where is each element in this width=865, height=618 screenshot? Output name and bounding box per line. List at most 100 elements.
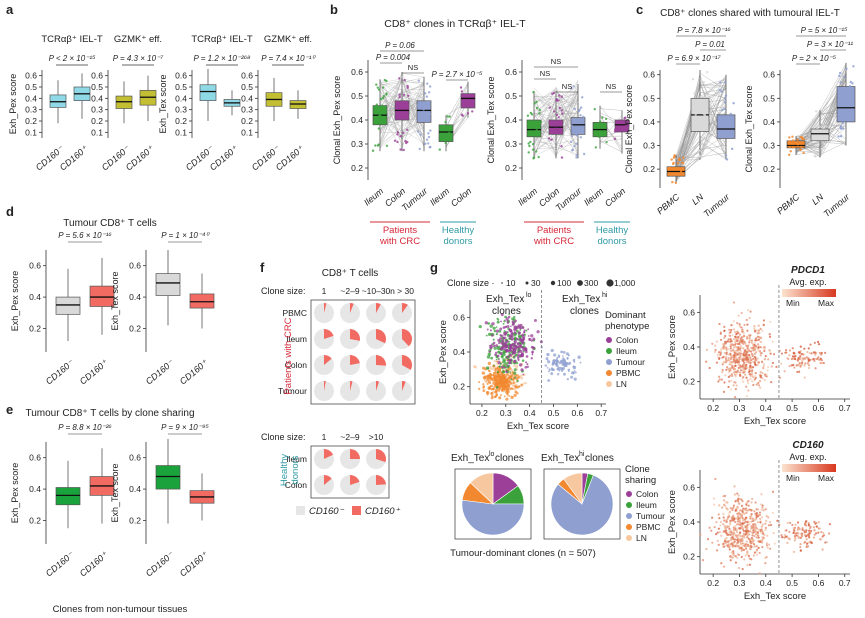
heat-point [757, 528, 761, 531]
heat-point [758, 551, 761, 555]
panel-a-box [115, 81, 133, 124]
heat-point [753, 551, 757, 554]
heat-point [790, 357, 794, 361]
heat-point [730, 328, 733, 332]
data-point [558, 119, 561, 122]
heat-point [711, 541, 714, 544]
scatter-point [506, 359, 509, 362]
heat-point [763, 373, 767, 376]
heat-point [750, 515, 753, 518]
data-point [811, 129, 814, 132]
heat-point [753, 510, 756, 513]
heat-point [734, 524, 737, 528]
heat-point [741, 526, 744, 530]
panel-b-box [592, 105, 608, 149]
heat-point [732, 328, 736, 331]
heat-point [734, 387, 737, 391]
heat-point [741, 511, 745, 514]
group-label: donors [597, 236, 626, 247]
x-tick-label: 0.3 [734, 578, 746, 588]
legend-label: Tumour [616, 357, 645, 367]
heat-point [760, 525, 764, 528]
data-point [561, 112, 564, 115]
scatter-point [513, 355, 516, 358]
scatter-point [565, 364, 568, 368]
heat-point [727, 338, 730, 341]
size-legend-dot [525, 281, 529, 285]
heat-point [723, 524, 726, 528]
heat-point [756, 531, 759, 534]
heat-point [808, 352, 811, 355]
data-point [788, 145, 792, 149]
scatter-point [522, 373, 525, 376]
heat-point [748, 508, 751, 511]
scatter-point [530, 334, 534, 338]
x-tick-label: 0.5 [786, 578, 798, 588]
data-point [698, 149, 701, 152]
heat-point [759, 354, 762, 357]
heat-point [750, 525, 753, 528]
heat-point [713, 525, 716, 529]
scatter-point [514, 319, 517, 323]
heat-point [791, 355, 794, 358]
data-point [402, 93, 406, 97]
data-point [424, 103, 427, 106]
heat-point [739, 531, 742, 534]
heat-point [736, 330, 739, 333]
data-point [724, 97, 727, 100]
data-point [385, 144, 389, 147]
data-point [696, 109, 700, 112]
heat-point [729, 519, 732, 522]
heat-point [739, 546, 743, 550]
scatter-point [524, 350, 528, 354]
heat-point [742, 376, 745, 379]
size-legend-dot [606, 279, 614, 287]
heat-point [748, 355, 751, 358]
heat-point [722, 342, 725, 346]
data-point [724, 154, 728, 157]
scatter-point [509, 381, 513, 385]
pie-slice [461, 499, 525, 536]
scatter-point [550, 348, 554, 353]
scatter-point [557, 366, 560, 369]
data-point [425, 138, 429, 141]
heat-point [714, 533, 718, 536]
region-label: Exh_Tex [562, 294, 600, 305]
heat-point [787, 357, 790, 361]
heat-point [742, 342, 745, 345]
scatter-point [508, 352, 512, 355]
pvalue: P = 2.7 × 10⁻⁵ [432, 70, 484, 79]
scatter-point [499, 333, 502, 337]
scatter-point [519, 344, 522, 347]
heat-point [807, 359, 811, 362]
heat-point [745, 353, 748, 356]
heat-point [740, 326, 743, 329]
heat-point [720, 562, 723, 565]
data-point [702, 80, 706, 84]
scatter-point [519, 354, 523, 358]
data-point [572, 125, 575, 129]
heat-point [753, 534, 756, 538]
data-point [703, 113, 707, 117]
scatter-point [503, 336, 507, 340]
paired-lines [379, 71, 623, 159]
heat-point [754, 337, 758, 340]
y-tick-label: 0.6 [91, 71, 103, 81]
heat-point [810, 352, 813, 355]
heat-point [716, 539, 719, 542]
row-label: Ileum [286, 454, 307, 464]
scatter-point [488, 370, 491, 373]
y-axis-label: Exh_Pex score [10, 271, 20, 332]
data-point [791, 135, 794, 138]
heat-point [736, 349, 739, 352]
heat-point [794, 357, 797, 361]
heat-point [822, 534, 825, 537]
legend-label: PBMC [616, 368, 641, 378]
pie-slice [324, 381, 326, 391]
heat-point [718, 530, 721, 534]
heat-point [803, 364, 806, 367]
heat-point [733, 529, 736, 532]
heat-point [813, 529, 816, 532]
heat-point [771, 490, 775, 493]
legend-dot [626, 491, 632, 497]
